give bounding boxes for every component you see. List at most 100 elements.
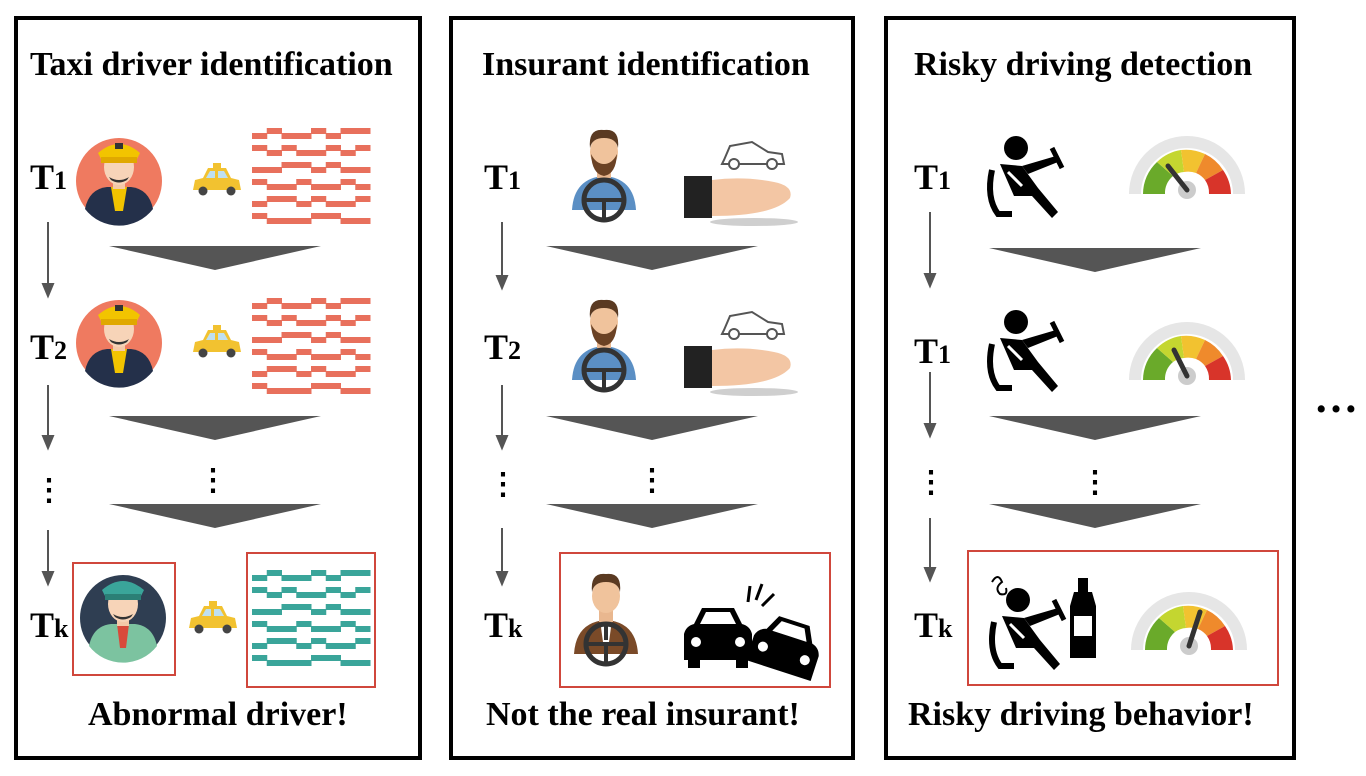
svg-text:⋮: ⋮ <box>34 474 64 507</box>
trajectory-segment <box>355 128 371 134</box>
trajectory-segment <box>355 638 371 644</box>
trajectory-segment <box>266 337 282 343</box>
trajectory-segment <box>281 162 297 168</box>
panel-title-taxi: Taxi driver identification <box>30 46 393 83</box>
trajectory-segment <box>355 218 371 224</box>
trajectory-segment <box>266 184 282 190</box>
trajectory-segment <box>311 167 327 173</box>
trajectory-segment <box>266 196 282 202</box>
trajectory-segment <box>252 145 268 151</box>
trajectory-segment <box>296 162 312 168</box>
trajectory-segment <box>252 587 268 593</box>
svg-text:⋮: ⋮ <box>198 464 228 497</box>
trajectory-segment <box>281 303 297 309</box>
trajectory-segment <box>355 366 371 372</box>
trajectory-segment <box>355 145 371 151</box>
time-label: T1 <box>914 157 952 197</box>
trajectory-segment <box>355 337 371 343</box>
trajectory-segment <box>296 349 312 355</box>
trajectory-segment <box>252 179 268 185</box>
trajectory-segment <box>266 354 282 360</box>
trajectory-segment <box>266 298 282 304</box>
trajectory-segment <box>325 604 341 610</box>
panel-footer-risky: Risky driving behavior! <box>908 696 1254 733</box>
trajectory-segment <box>340 349 356 355</box>
trajectory-segment <box>325 383 341 389</box>
trajectory-segment <box>281 184 297 190</box>
trajectory-segment <box>311 320 327 326</box>
time-label: Tk <box>30 605 69 645</box>
trajectory-segment <box>325 354 341 360</box>
trajectory-segment <box>311 609 327 615</box>
trajectory-segment <box>340 337 356 343</box>
trajectory-segment <box>325 184 341 190</box>
trajectory-segment <box>340 298 356 304</box>
trajectory-segment <box>311 150 327 156</box>
trajectory-segment <box>340 218 356 224</box>
trajectory-segment <box>340 150 356 156</box>
trajectory-segment <box>252 167 268 173</box>
trajectory-segment <box>266 570 282 576</box>
trajectory-segment <box>325 133 341 139</box>
trajectory-segment <box>252 575 268 581</box>
car-crash-icon <box>684 583 819 682</box>
trajectory-segment <box>311 184 327 190</box>
panel-footer-insurant: Not the real insurant! <box>486 696 800 733</box>
trajectory-segment <box>340 320 356 326</box>
trajectory-segment <box>296 133 312 139</box>
trajectory-segment <box>266 167 282 173</box>
trajectory-segment <box>311 570 327 576</box>
trajectory-segment <box>340 592 356 598</box>
time-label: T2 <box>30 327 68 367</box>
trajectory-segment <box>340 609 356 615</box>
highlight-box-driver <box>72 562 176 676</box>
trajectory-segment <box>311 626 327 632</box>
trajectory-segment <box>296 575 312 581</box>
trajectory-segment <box>266 150 282 156</box>
trajectory-segment <box>266 592 282 598</box>
trajectory-segment <box>325 626 341 632</box>
svg-text:⋮: ⋮ <box>1080 466 1110 499</box>
trajectory-segment <box>266 128 282 134</box>
trajectory-segment <box>281 660 297 666</box>
trajectory-segment <box>340 167 356 173</box>
trajectory-segment <box>252 133 268 139</box>
trajectory-segment <box>311 383 327 389</box>
trajectory-segment <box>340 643 356 649</box>
trajectory-segment <box>325 655 341 661</box>
trajectory-segment <box>266 638 282 644</box>
trajectory-segment <box>281 638 297 644</box>
trajectory-segment <box>281 315 297 321</box>
trajectory-segment <box>311 354 327 360</box>
trajectory-segment <box>252 349 268 355</box>
bottle-icon <box>1070 578 1096 658</box>
trajectory-segment <box>266 660 282 666</box>
svg-text:⋮: ⋮ <box>916 466 946 499</box>
trajectory-segment <box>266 320 282 326</box>
trajectory-segment <box>252 655 268 661</box>
trajectory-segment <box>252 383 268 389</box>
trajectory-segment <box>296 201 312 207</box>
trajectory-segment <box>311 298 327 304</box>
trajectory-segment <box>296 320 312 326</box>
trajectory-segment <box>340 371 356 377</box>
trajectory-segment <box>281 196 297 202</box>
trajectory-segment <box>252 303 268 309</box>
trajectory-segment <box>266 609 282 615</box>
trajectory-segment <box>325 587 341 593</box>
trajectory-normal-2 <box>252 298 371 394</box>
trajectory-segment <box>252 371 268 377</box>
trajectory-segment <box>296 604 312 610</box>
trajectory-segment <box>311 128 327 134</box>
trajectory-segment <box>355 167 371 173</box>
trajectory-segment <box>340 179 356 185</box>
trajectory-segment <box>325 162 341 168</box>
panel-footer-taxi: Abnormal driver! <box>88 696 348 733</box>
trajectory-segment <box>296 371 312 377</box>
trajectory-segment <box>325 332 341 338</box>
trajectory-segment <box>281 587 297 593</box>
trajectory-segment <box>296 150 312 156</box>
trajectory-segment <box>296 643 312 649</box>
svg-text:⋮: ⋮ <box>488 468 518 501</box>
